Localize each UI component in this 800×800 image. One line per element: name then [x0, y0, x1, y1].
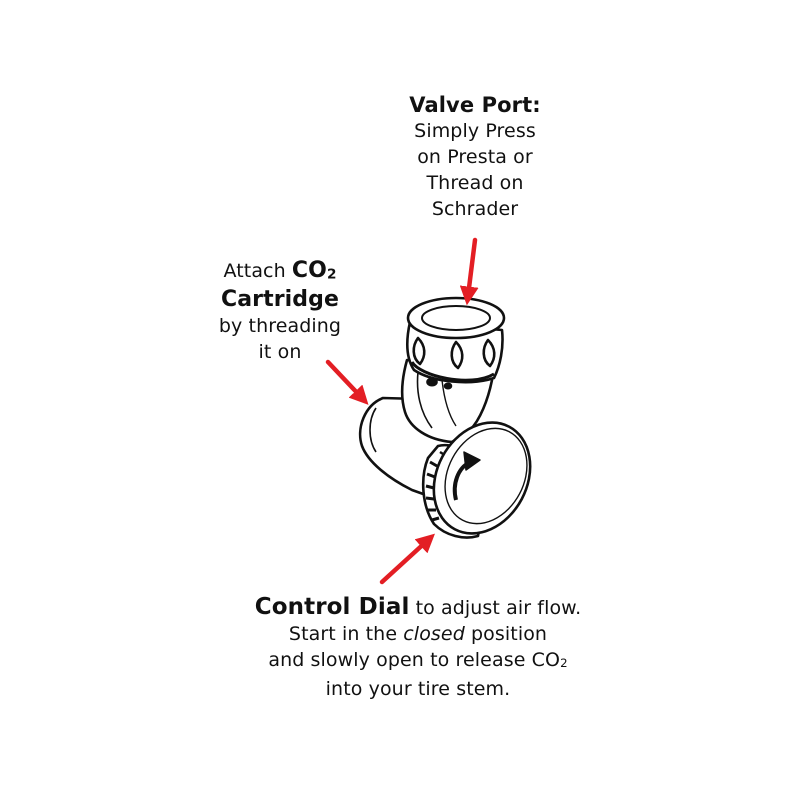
- control-dial-line4: into your tire stem.: [325, 678, 511, 701]
- control-dial: [421, 421, 532, 539]
- valve-port-cap: [406, 296, 506, 384]
- valve-port-title: Valve Port:: [409, 93, 541, 117]
- valve-port-line-1: Simply Press: [414, 120, 536, 142]
- control-dial-line3: and slowly open to release CO: [268, 649, 561, 671]
- control-dial-title: Control Dial: [254, 594, 410, 620]
- cartridge-co-sub: 2: [326, 266, 337, 283]
- control-dial-line3-sub: 2: [560, 656, 568, 671]
- control-dial-line2-a: Start in the: [288, 623, 404, 645]
- cartridge-co: CO: [291, 258, 327, 283]
- valve-port-label: Valve Port: Simply Press on Presta or Th…: [380, 92, 570, 222]
- control-dial-label: Control Dial to adjust air flow. Start i…: [218, 594, 618, 702]
- control-dial-line2-em: closed: [403, 623, 465, 645]
- cartridge-bold-line: Cartridge: [220, 287, 340, 313]
- valve-port-line-4: Schrader: [431, 198, 519, 220]
- cartridge-prefix: Attach: [223, 260, 292, 282]
- control-dial-title-rest: to adjust air flow.: [409, 597, 582, 619]
- cartridge-line-2: it on: [258, 341, 302, 364]
- valve-port-line-3: Thread on: [426, 172, 524, 194]
- cartridge-line-1: by threading: [218, 315, 342, 338]
- valve-port-arrow: [459, 237, 479, 306]
- curved-rotate-arrow-icon: [452, 451, 481, 501]
- cartridge-arrow: [325, 359, 369, 405]
- cartridge-label: Attach CO2 Cartridge by threading it on: [195, 258, 365, 365]
- control-dial-line2-b: position: [464, 623, 548, 645]
- control-dial-arrow: [379, 533, 435, 585]
- valve-port-line-2: on Presta or: [417, 146, 533, 168]
- red-arrows: [325, 237, 479, 585]
